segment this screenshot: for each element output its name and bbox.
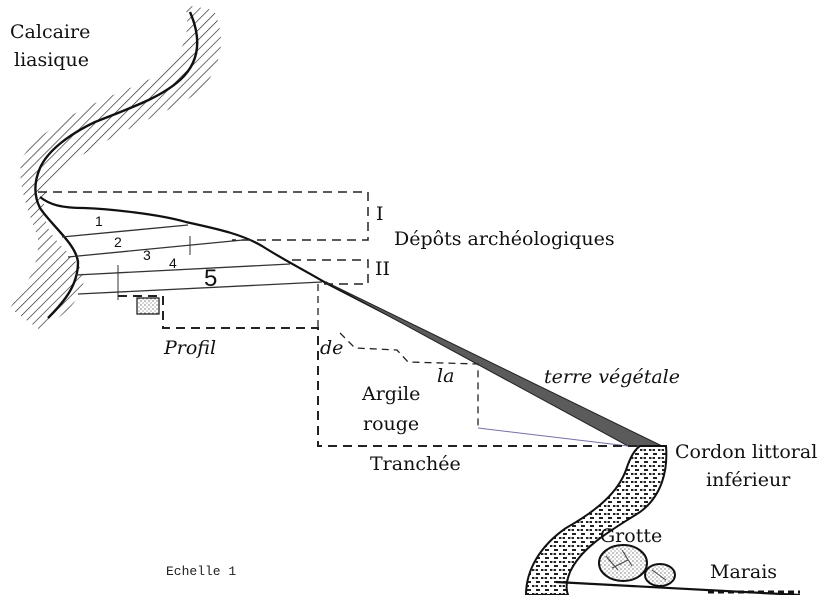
label-layer-5: 5 xyxy=(204,265,217,292)
cave-rock-small xyxy=(645,564,675,586)
label-layer-2: 2 xyxy=(114,234,122,250)
label-de: de xyxy=(320,337,343,359)
label-layer-3: 3 xyxy=(143,247,151,263)
label-level-II: II xyxy=(375,258,390,280)
label-la: la xyxy=(437,365,454,387)
label-tranchee: Tranchée xyxy=(370,453,461,475)
deposit-boundary-4 xyxy=(78,282,322,294)
label-layer-4: 4 xyxy=(169,255,177,271)
label-cordon-line1: Cordon littoral xyxy=(675,441,817,463)
deposit-boundary-3 xyxy=(76,264,290,275)
label-echelle: Echelle 1 xyxy=(166,564,236,579)
deposit-boundary-2 xyxy=(68,240,243,257)
label-argile-line1: Argile xyxy=(361,383,420,405)
label-profil: Profil xyxy=(163,337,216,359)
label-argile-line2: rouge xyxy=(363,413,419,435)
label-calcaire-line2: liasique xyxy=(14,49,89,71)
level-I-dashed-box xyxy=(38,192,368,240)
sample-box xyxy=(137,298,159,314)
label-terre-vegetale: terre végétale xyxy=(544,366,680,388)
label-layer-1: 1 xyxy=(95,213,103,229)
label-cordon-line2: inférieur xyxy=(706,469,791,491)
label-level-I: I xyxy=(376,203,384,225)
label-marais: Marais xyxy=(710,561,777,583)
level-II-dashed-box xyxy=(292,260,368,284)
label-depots: Dépôts archéologiques xyxy=(394,228,615,250)
label-calcaire-line1: Calcaire xyxy=(10,21,90,43)
deposit-boundary-1 xyxy=(62,225,188,237)
label-grotte: Grotte xyxy=(600,525,662,547)
